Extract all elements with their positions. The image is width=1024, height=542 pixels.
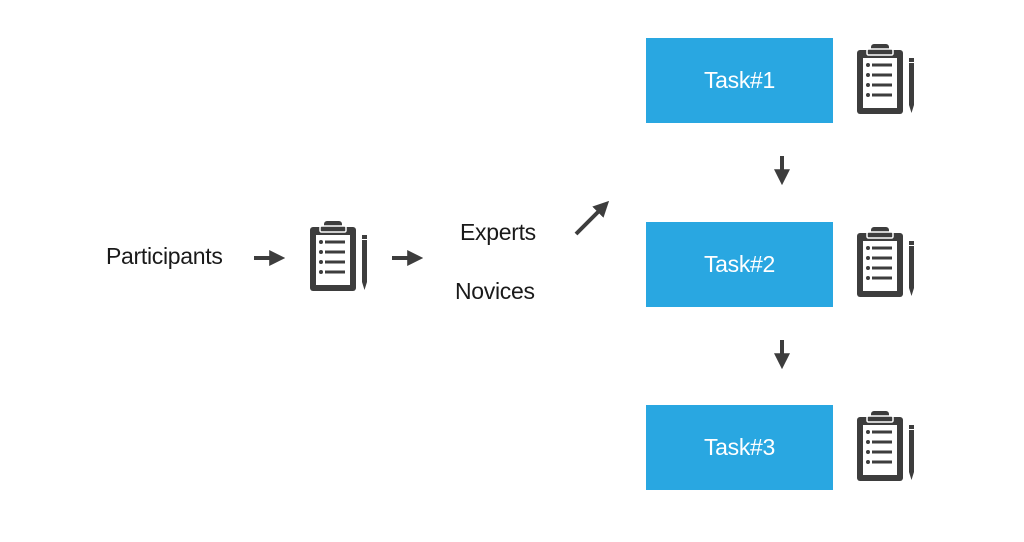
right-arrow-icon bbox=[254, 250, 286, 266]
clipboard-checklist-icon bbox=[857, 411, 917, 483]
clipboard-checklist-icon bbox=[310, 221, 370, 293]
diagonal-arrow-icon bbox=[574, 200, 610, 236]
group-novices-label: Novices bbox=[455, 278, 535, 304]
task-box-3: Task#3 bbox=[646, 405, 833, 490]
task-label-3: Task#3 bbox=[703, 434, 776, 460]
down-arrow-icon bbox=[774, 156, 790, 186]
participants-label: Participants bbox=[106, 243, 223, 269]
task-label-1: Task#1 bbox=[703, 67, 776, 93]
right-arrow-icon bbox=[392, 250, 424, 266]
group-experts-label: Experts bbox=[460, 219, 536, 245]
clipboard-checklist-icon bbox=[857, 44, 917, 116]
task-box-2: Task#2 bbox=[646, 222, 833, 307]
task-label-2: Task#2 bbox=[703, 251, 776, 277]
task-box-1: Task#1 bbox=[646, 38, 833, 123]
clipboard-checklist-icon bbox=[857, 227, 917, 299]
down-arrow-icon bbox=[774, 340, 790, 370]
